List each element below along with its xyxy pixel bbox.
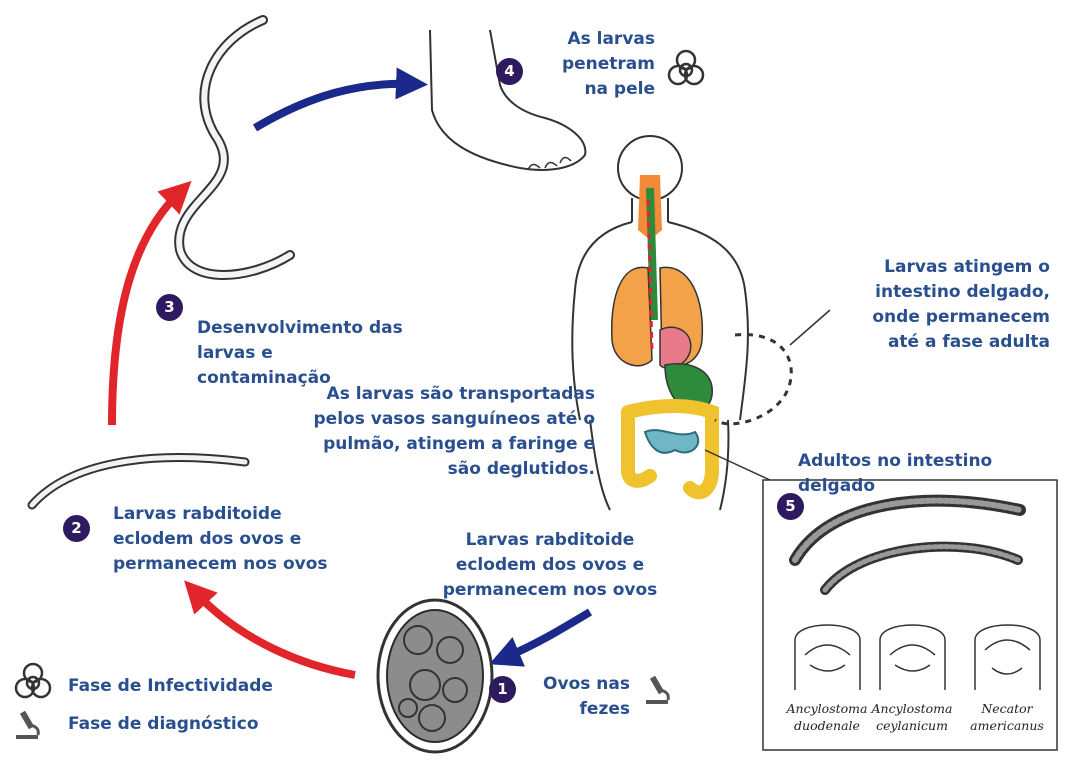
step-3-badge: 3 — [156, 294, 183, 321]
arrow-body-to-egg — [504, 612, 590, 658]
left-lung — [612, 267, 652, 365]
step-1-label: Ovos nas fezes — [530, 672, 630, 722]
step-1-badge: 1 — [489, 676, 516, 703]
step-2-badge: 2 — [63, 515, 90, 542]
biohazard-icon — [16, 664, 50, 697]
arrow-larva-to-skin — [255, 84, 412, 128]
step-4-label: As larvas penetram na pele — [545, 27, 655, 102]
arrow-egg-to-rhabditiform — [195, 592, 355, 675]
annotation-hatching: Larvas rabditoide eclodem dos ovos e per… — [440, 528, 660, 603]
annotation-migration: As larvas são transportadas pelos vasos … — [310, 382, 595, 482]
species-ceylanicum: Ancylostoma ceylanicum — [867, 700, 957, 734]
legend-diagnostic-label: Fase de diagnóstico — [68, 712, 298, 737]
intestine-callout — [715, 335, 791, 424]
microscope-icon — [646, 676, 668, 704]
adults-title: Adultos no intestino delgado — [798, 449, 1066, 499]
biohazard-icon — [669, 51, 703, 84]
species-necator: Necator americanus — [962, 700, 1052, 734]
step-3-label: Desenvolvimento das larvas e contaminaçã… — [197, 316, 412, 391]
microscope-icon — [16, 711, 38, 739]
step-2-label: Larvas rabditoide eclodem dos ovos e per… — [113, 502, 338, 577]
species-duodenale: Ancylostoma duodenale — [782, 700, 872, 734]
legend-infective-label: Fase de Infectividade — [68, 674, 298, 699]
step-4-badge: 4 — [496, 58, 523, 85]
filariform-larva — [179, 20, 290, 275]
annotation-intestine: Larvas atingem o intestino delgado, onde… — [840, 255, 1050, 355]
small-intestine — [645, 430, 698, 453]
